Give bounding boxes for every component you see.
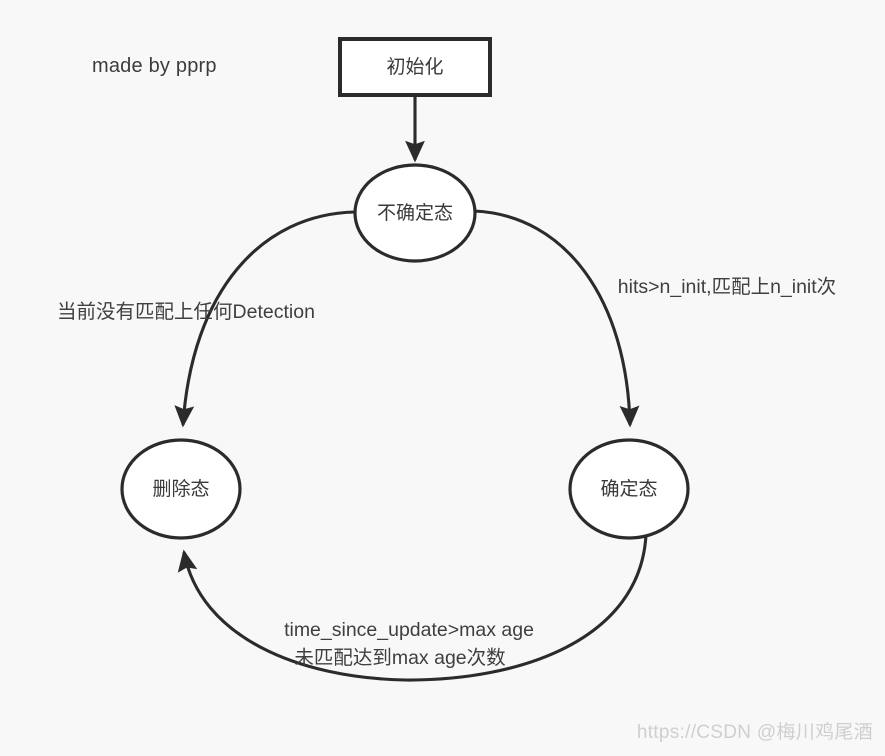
edge-label-tentative-to-deleted: 当前没有匹配上任何Detection <box>57 301 315 323</box>
edge-tentative-to-confirmed <box>473 209 640 428</box>
node-init[interactable] <box>338 37 492 97</box>
edge-confirmed-to-deleted <box>177 534 648 682</box>
node-init-label: 初始化 <box>386 56 443 78</box>
csdn-watermark: https://CSDN @梅川鸡尾酒 <box>636 722 873 743</box>
node-confirmed-label: 确定态 <box>600 478 657 500</box>
edge-label-confirmed-to-deleted-line2: 未匹配达到max age次数 <box>294 647 505 669</box>
author-note: made by pprp <box>92 55 217 77</box>
edge-label-tentative-to-confirmed: hits>n_init,匹配上n_init次 <box>618 276 836 298</box>
edge-label-confirmed-to-deleted-line1: time_since_update>max age <box>284 619 534 641</box>
node-deleted[interactable] <box>120 438 242 540</box>
node-tentative-label: 不确定态 <box>377 202 453 224</box>
node-deleted-label: 删除态 <box>152 478 209 500</box>
edge-tentative-to-deleted <box>174 210 356 428</box>
node-confirmed[interactable] <box>568 438 690 540</box>
node-tentative[interactable] <box>353 163 477 263</box>
